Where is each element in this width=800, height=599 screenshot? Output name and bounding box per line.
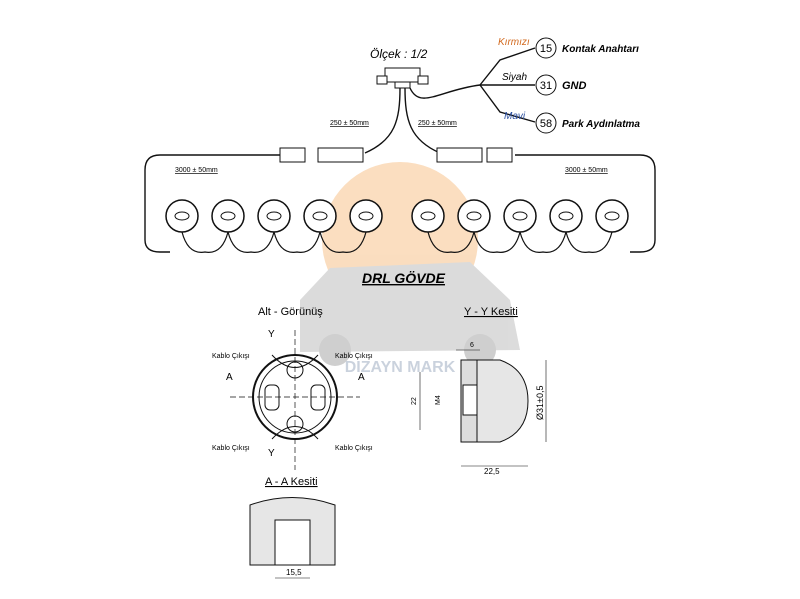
- dim-6: 6: [470, 342, 474, 349]
- drl-lamp: [549, 199, 583, 233]
- lamp-lens: [312, 211, 328, 221]
- lamp-cable: [427, 231, 475, 253]
- wire-red: Kırmızı 15 Kontak Anahtarı: [498, 37, 639, 59]
- pin-number: 15: [540, 43, 552, 55]
- yy-section-title: Y - Y Kesiti: [464, 306, 518, 318]
- a-mark-right: A: [358, 372, 365, 383]
- cable-exit-label: Kablo Çıkışı: [335, 353, 373, 360]
- pin-number: 58: [540, 118, 552, 130]
- lamp-cable: [519, 231, 567, 253]
- drl-lamp: [257, 199, 291, 233]
- y-mark-top: Y: [268, 329, 275, 340]
- lamp-lens: [220, 211, 236, 221]
- lamp-lens: [604, 211, 620, 221]
- lamp-lens: [420, 211, 436, 221]
- lamp-lens: [466, 211, 482, 221]
- dim-width: 15,5: [286, 568, 302, 577]
- lamp-cable: [227, 231, 275, 253]
- wire-blue: Mavi 58 Park Aydınlatma: [504, 111, 640, 134]
- watermark-logo: DIZAYN MARK: [300, 162, 520, 376]
- lamp-lens: [266, 211, 282, 221]
- dim-cable-right: 3000 ± 50mm: [565, 167, 608, 174]
- yy-section-drawing: [419, 349, 547, 467]
- dim-22: 22: [411, 397, 418, 405]
- drl-lamp: [411, 199, 445, 233]
- cable-exit-label: Kablo Çıkışı: [212, 353, 250, 360]
- a-mark-left: A: [226, 372, 233, 383]
- section-title: DRL GÖVDE: [362, 270, 446, 286]
- drl-lamp: [349, 199, 383, 233]
- wire-color-name: Kırmızı: [498, 37, 530, 48]
- drl-lamp: [211, 199, 245, 233]
- lamp-lens: [558, 211, 574, 221]
- watermark-text: DIZAYN MARK: [345, 359, 456, 376]
- cable-exit-label: Kablo Çıkışı: [335, 445, 373, 452]
- scale-label: Ölçek : 1/2: [370, 47, 428, 61]
- wire-label: GND: [562, 80, 587, 92]
- drl-lamp: [165, 199, 199, 233]
- lamp-cable: [473, 231, 521, 253]
- bottom-view-drawing: [230, 330, 360, 470]
- wire-color-name: Mavi: [504, 111, 526, 122]
- drl-lamps: [165, 199, 629, 253]
- lamp-cable: [319, 231, 367, 253]
- aa-section-title: A - A Kesiti: [265, 476, 318, 488]
- dim-branch-left: 250 ± 50mm: [330, 120, 369, 127]
- drl-lamp: [595, 199, 629, 233]
- wire-label: Park Aydınlatma: [562, 119, 640, 130]
- wire-black: Siyah 31 GND: [502, 72, 587, 96]
- pin-number: 31: [540, 80, 552, 92]
- lamp-lens: [358, 211, 374, 221]
- dim-width: 22,5: [484, 467, 500, 476]
- dim-branch-right: 250 ± 50mm: [418, 120, 457, 127]
- wire-color-name: Siyah: [502, 72, 527, 83]
- lamp-cable: [565, 231, 613, 253]
- lamp-cable: [181, 231, 229, 253]
- harness-wires: [144, 47, 656, 253]
- cable-exit-label: Kablo Çıkışı: [212, 445, 250, 452]
- bottom-view-title: Alt - Görünüş: [258, 306, 323, 318]
- wire-label: Kontak Anahtarı: [562, 44, 639, 55]
- connector-pair-left: [279, 147, 364, 163]
- lamp-lens: [512, 211, 528, 221]
- y-mark-bottom: Y: [268, 448, 275, 459]
- lamp-cable: [273, 231, 321, 253]
- drl-lamp: [303, 199, 337, 233]
- dim-cable-left: 3000 ± 50mm: [175, 167, 218, 174]
- connector-pair-right: [436, 147, 513, 163]
- dim-m4: M4: [435, 395, 442, 405]
- splitter-connector: [376, 67, 429, 89]
- dim-diameter: Ø31±0,5: [535, 386, 545, 420]
- lamp-lens: [174, 211, 190, 221]
- drl-lamp: [503, 199, 537, 233]
- aa-section-drawing: [249, 497, 336, 579]
- drl-lamp: [457, 199, 491, 233]
